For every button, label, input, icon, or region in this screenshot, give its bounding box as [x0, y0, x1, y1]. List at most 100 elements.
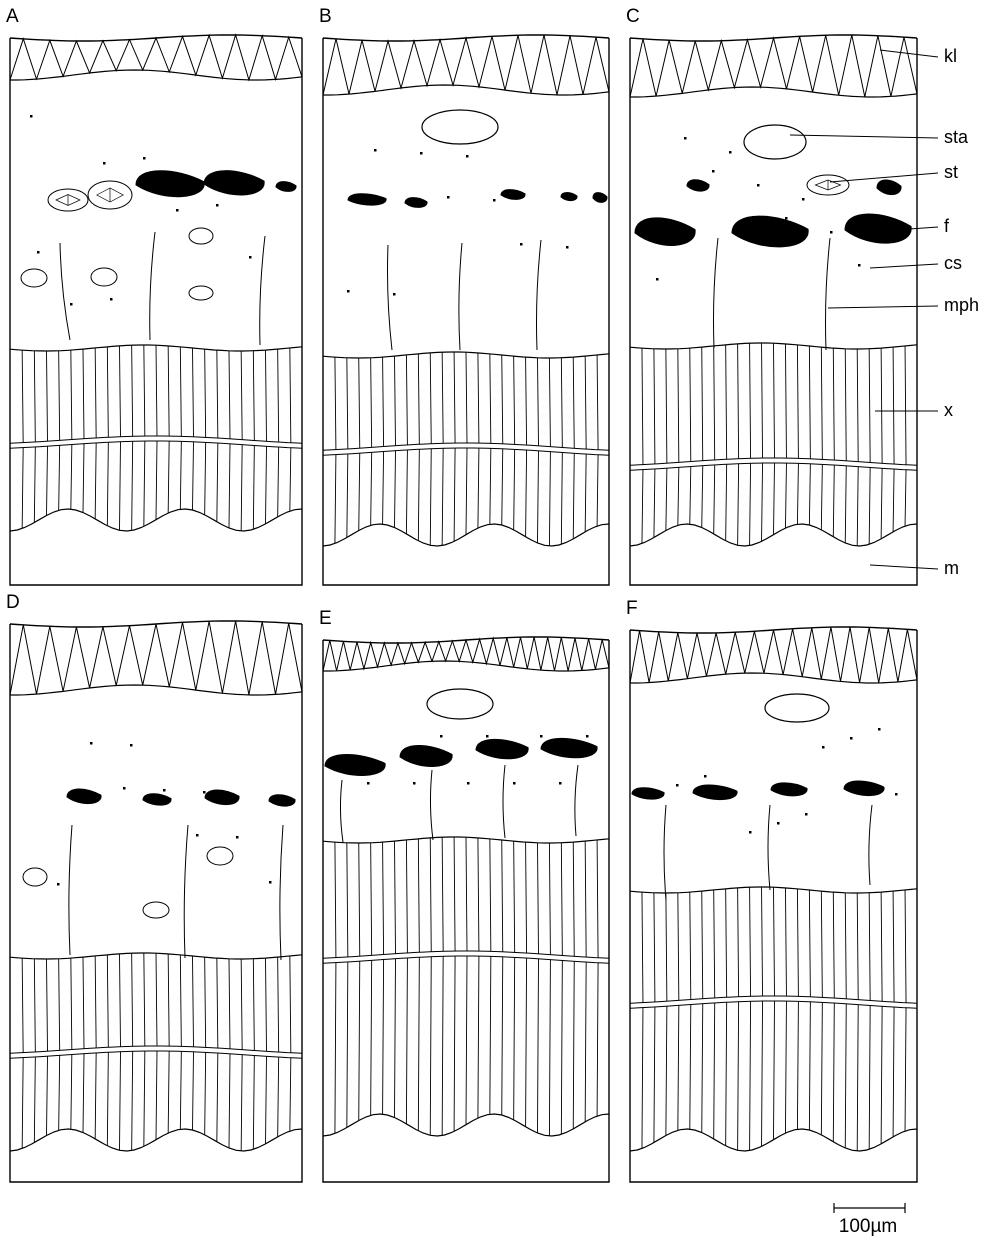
xylem-vessel	[714, 890, 715, 998]
xylem-vessel	[642, 470, 643, 544]
xylem-vessel	[833, 892, 834, 998]
xylem-vessel	[478, 353, 479, 443]
xylem-vessel	[538, 843, 539, 954]
xylem-vessel	[573, 453, 574, 539]
xylem-vessel	[241, 445, 242, 531]
growth-ring-upper	[630, 996, 917, 1003]
xylem-vessel	[383, 960, 384, 1115]
xylem-vessel	[478, 838, 479, 951]
xylem-vessel	[833, 465, 834, 537]
crystal-dot	[749, 831, 752, 834]
xylem-vessel	[418, 449, 419, 540]
xylem-vessel	[726, 464, 727, 540]
growth-ring-upper	[10, 1046, 302, 1053]
xylem-vessel	[229, 351, 230, 439]
crystal-dot	[163, 789, 166, 792]
medullary-ray	[869, 805, 872, 885]
xylem-vessel	[180, 1051, 181, 1129]
xylem-vessel	[290, 348, 291, 443]
crystal-dot	[130, 744, 133, 747]
xylem-vessel	[502, 355, 503, 444]
crystal-dot	[440, 735, 443, 738]
fiber-bundle	[143, 794, 171, 805]
xylem-vessel	[845, 893, 846, 999]
xylem-vessel	[120, 346, 121, 437]
crystal-dot	[805, 813, 808, 816]
xylem-vessel	[514, 841, 515, 952]
xylem-vessel	[726, 889, 727, 997]
crystal-dot	[777, 822, 780, 825]
fiber-bundle	[845, 214, 911, 243]
xylem-vessel	[690, 1005, 691, 1130]
xylem-vessel	[395, 959, 396, 1118]
epidermis-lower-line	[323, 85, 609, 95]
xylem-vessel	[253, 351, 254, 441]
xylem-vessel	[762, 887, 763, 996]
crystal-dot	[802, 198, 805, 201]
xylem-vessel	[905, 470, 906, 527]
crystal-dot	[656, 278, 659, 281]
xylem-vessel	[702, 466, 703, 528]
xylem-vessel	[144, 953, 145, 1046]
fiber-bundle	[877, 180, 901, 195]
xylem-vessel	[762, 343, 763, 458]
xylem-vessel	[845, 466, 846, 543]
xylem-vessel	[144, 1051, 145, 1146]
xylem-vessel	[857, 349, 858, 462]
xylem-vessel	[241, 959, 242, 1050]
fiber-bundle	[593, 193, 607, 203]
xylem-vessel	[561, 843, 562, 956]
xylem-vessel	[383, 842, 384, 954]
xylem-vessel	[34, 959, 35, 1052]
xylem-vessel	[144, 441, 145, 526]
xylem-vessel	[371, 960, 372, 1115]
xylem-vessel	[561, 452, 562, 544]
xylem-vessel	[478, 956, 479, 1118]
xylem-vessel	[371, 452, 372, 525]
xylem-vessel	[502, 957, 503, 1115]
xylem-vessel	[266, 446, 267, 524]
crystal-dot	[520, 243, 523, 246]
scale-bar: 100µm	[834, 1203, 905, 1237]
cortical-cell	[189, 286, 213, 300]
crystal-dot	[757, 184, 760, 187]
growth-ring-lower	[323, 956, 609, 963]
xylem-vessel	[549, 960, 550, 1136]
label-kl: kl	[880, 46, 957, 66]
panel-d: D	[6, 592, 302, 1182]
xylem-vessel	[241, 351, 242, 440]
label-text: mph	[944, 295, 979, 315]
crystal-dot	[203, 791, 206, 794]
panel-e: E	[319, 608, 609, 1182]
growth-ring-upper	[10, 436, 302, 443]
xylem-vessel	[406, 840, 407, 953]
xylem-vessel	[726, 1002, 727, 1145]
growth-ring-lower	[10, 441, 302, 448]
crystal-dot	[110, 298, 113, 301]
xylem-vessel	[642, 892, 643, 1003]
xylem-vessel	[107, 442, 108, 525]
xylem-vessel	[893, 891, 894, 1002]
xylem-vessel	[585, 356, 586, 449]
fiber-bundle	[204, 171, 264, 195]
medullary-ray	[340, 780, 343, 842]
xylem-vessel	[406, 958, 407, 1124]
xylem-vessel	[229, 1054, 230, 1148]
fiber-bundle	[276, 182, 296, 192]
xylem-vessel	[857, 1005, 858, 1151]
xylem-vessel	[383, 452, 384, 525]
xylem-vessel	[597, 455, 598, 527]
xylem-vessel	[466, 956, 467, 1125]
xylem-vessel	[502, 449, 503, 525]
xylem-vessel	[266, 958, 267, 1051]
fiber-bundle	[541, 738, 597, 757]
xylem-vessel	[690, 467, 691, 525]
xylem-vessel	[278, 349, 279, 442]
xylem-vessel	[785, 463, 786, 528]
crystal-dot	[850, 737, 853, 740]
crystal-dot	[393, 293, 396, 296]
section-outline	[10, 624, 302, 1182]
crystal-dot	[559, 782, 562, 785]
leader-line	[870, 264, 938, 268]
